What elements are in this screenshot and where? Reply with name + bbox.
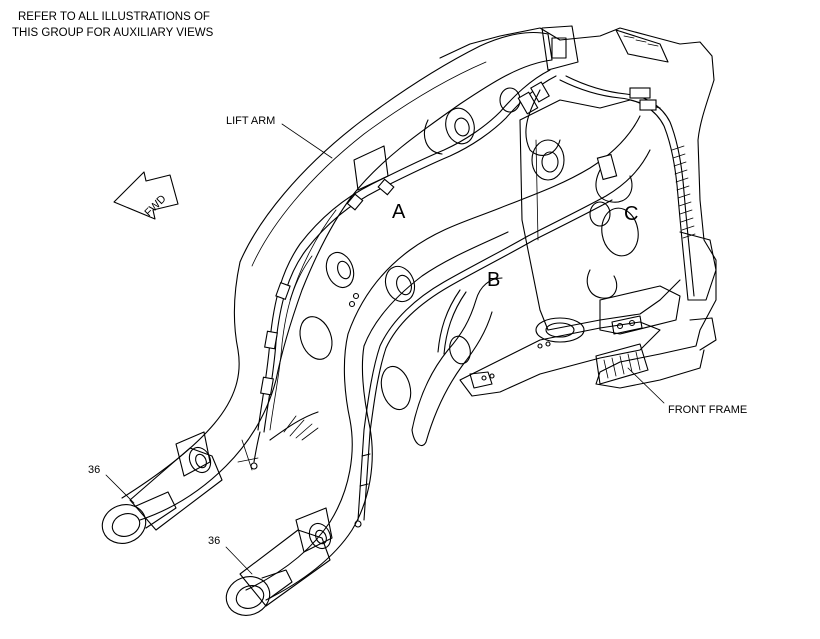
view-a-label: A (392, 201, 406, 223)
lift-arm-label: LIFT ARM (226, 115, 275, 127)
wiring-harness (250, 69, 696, 528)
note-line-2: THIS GROUP FOR AUXILIARY VIEWS (12, 27, 214, 39)
lift-arm-leader (281, 123, 333, 159)
right-lift-arm (225, 115, 641, 616)
note-line-1: REFER TO ALL ILLUSTRATIONS OF (18, 11, 210, 23)
front-frame-label: FRONT FRAME (668, 404, 747, 416)
fwd-arrow-label: FWD (142, 193, 168, 219)
view-b-label: B (487, 269, 500, 291)
part-number-36-left: 36 (88, 464, 100, 476)
part-36-right-leader (225, 546, 253, 575)
front-frame (439, 25, 717, 397)
fwd-arrow-icon: FWD (113, 171, 179, 220)
part-number-36-right: 36 (208, 535, 220, 547)
left-lift-arm (101, 31, 553, 544)
part-36-left-leader (105, 474, 135, 504)
